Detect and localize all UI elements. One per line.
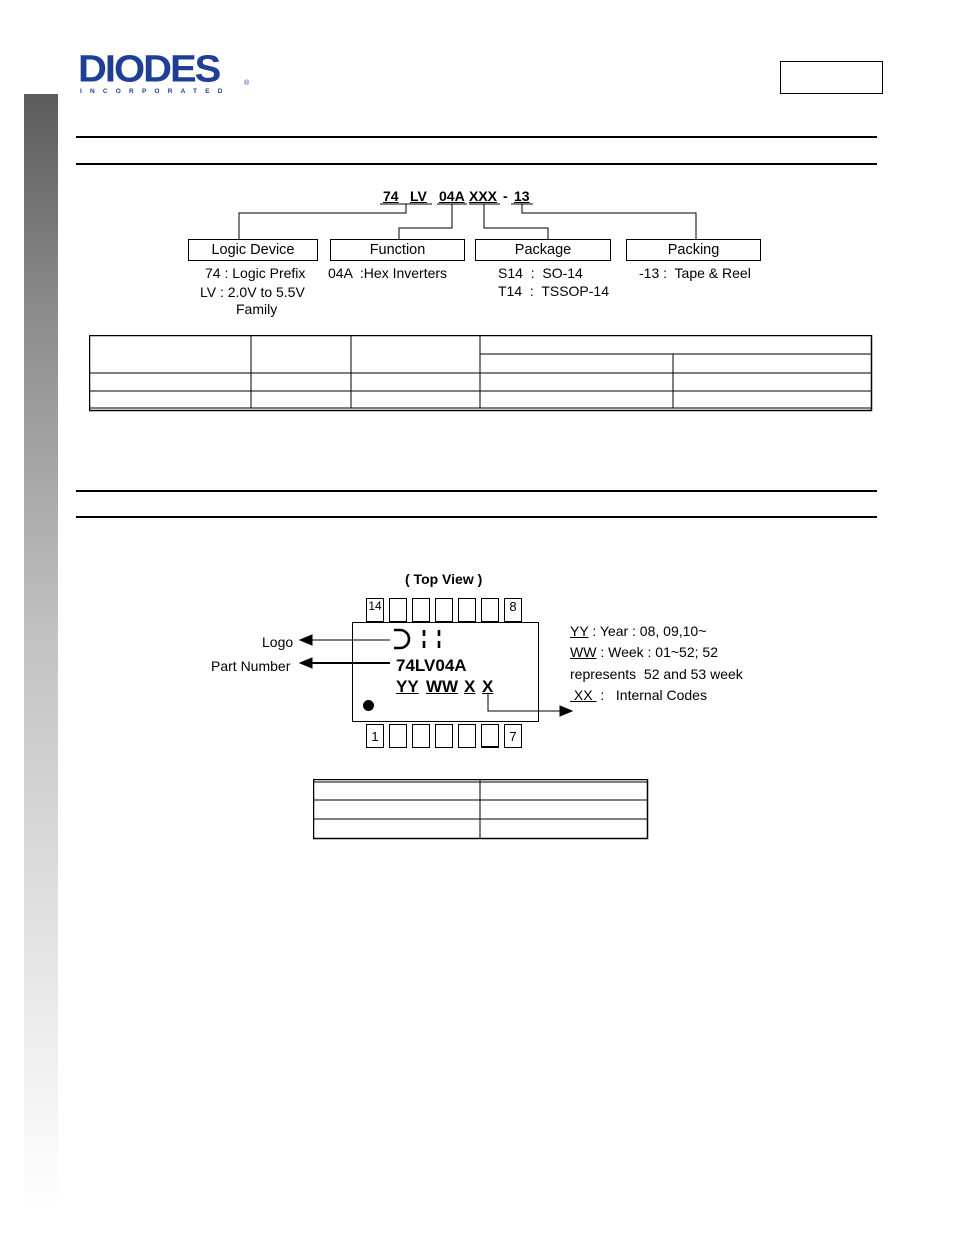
legend-yy-text: : Year : 08, 09,10~	[588, 623, 707, 639]
chip-logo-icon	[394, 628, 441, 650]
legend-yy-key: YY	[570, 623, 589, 639]
ordering-table	[89, 335, 873, 412]
group-function: Function	[330, 239, 465, 261]
group-logic-device: Logic Device	[188, 239, 318, 261]
legend-ww: WW : Week : 01~52; 52	[570, 644, 718, 660]
chip-code-yy: YY	[396, 677, 419, 696]
code-family: LV	[410, 188, 427, 204]
marking-rule-bottom	[76, 516, 877, 518]
ordering-connectors	[238, 203, 697, 239]
pin-top-2	[389, 598, 407, 622]
legend-yy: YY : Year : 08, 09,10~	[570, 623, 706, 639]
legend-ww-key: WW	[570, 644, 597, 660]
code-dash: -	[503, 188, 508, 204]
logic-device-line-1: 74 : Logic Prefix	[205, 265, 306, 281]
code-function: 04A	[439, 188, 465, 204]
chip-code-x1: X	[464, 677, 476, 696]
chip-part-number: 74LV04A	[396, 656, 467, 675]
legend-xx-text: : Internal Codes	[596, 687, 707, 703]
part-number-header-box	[780, 61, 883, 94]
function-line-1: 04A :Hex Inverters	[328, 265, 448, 281]
pin-bottom-5	[458, 724, 476, 748]
top-view-label: ( Top View )	[405, 571, 483, 587]
diodes-logo-subtitle: INCORPORATED	[80, 88, 231, 95]
section-rule-top	[76, 136, 877, 138]
code-packing: 13	[514, 188, 530, 204]
code-prefix: 74	[383, 188, 399, 204]
part-number-label: Part Number	[211, 658, 291, 674]
code-package: XXX	[469, 188, 498, 204]
pin-bottom-4	[435, 724, 453, 748]
marking-arrows	[298, 634, 574, 717]
pin-top-4	[435, 598, 453, 622]
diodes-logo: DIODES	[78, 48, 221, 90]
pin-bottom-3	[412, 724, 430, 748]
marking-table	[313, 779, 649, 840]
packing-line-1: -13 : Tape & Reel	[639, 265, 751, 281]
group-package: Package	[475, 239, 611, 261]
pin-1: 1	[366, 724, 384, 748]
pin-7: 7	[504, 724, 522, 748]
side-gradient-bar	[24, 94, 58, 1210]
package-line-2: T14 : TSSOP-14	[498, 283, 610, 299]
pin-14: 14	[366, 598, 384, 622]
pin-top-5	[458, 598, 476, 622]
section-rule-bottom	[76, 163, 877, 165]
package-line-1: S14 : SO-14	[498, 265, 583, 281]
group-packing: Packing	[626, 239, 761, 261]
legend-xx: XX : Internal Codes	[570, 687, 707, 703]
logic-device-line-2: LV : 2.0V to 5.5V	[200, 284, 305, 300]
legend-xx-key: XX	[570, 687, 597, 703]
marking-rule-top	[76, 490, 877, 492]
logo-label: Logo	[262, 634, 294, 650]
chip-code-x2: X	[482, 677, 494, 696]
pin-bottom-6	[481, 724, 499, 748]
pin-8: 8	[504, 598, 522, 622]
pin-top-6	[481, 598, 499, 622]
legend-ww-text: : Week : 01~52; 52	[596, 644, 718, 660]
chip-code-ww: WW	[426, 677, 459, 696]
legend-ww-text-2: represents 52 and 53 week	[570, 666, 743, 682]
registered-mark: ®	[244, 80, 250, 87]
pin1-indicator-dot	[363, 700, 374, 711]
pin-bottom-2	[389, 724, 407, 748]
chip-body	[352, 622, 539, 722]
pin-top-3	[412, 598, 430, 622]
logic-device-line-3: Family	[236, 301, 278, 317]
